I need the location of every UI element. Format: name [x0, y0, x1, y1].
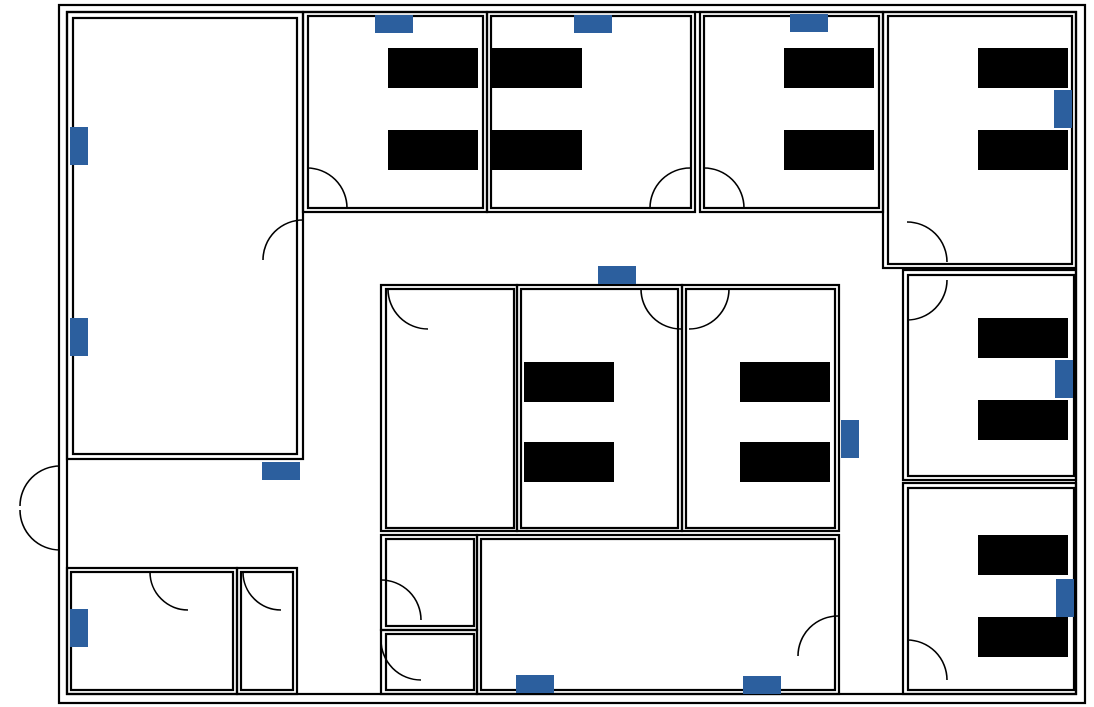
doors	[19, 167, 948, 681]
bed	[784, 44, 874, 92]
outer-wall	[57, 3, 1087, 705]
markers	[70, 14, 1074, 694]
room-ward-east	[901, 268, 1078, 482]
marker	[375, 15, 413, 33]
marker	[841, 420, 859, 458]
marker	[574, 15, 612, 33]
bed	[524, 358, 614, 406]
bed	[492, 44, 582, 92]
marker	[70, 127, 88, 165]
bed	[740, 358, 830, 406]
room-ward-north-3	[698, 10, 885, 214]
marker	[1055, 360, 1073, 398]
marker	[262, 462, 300, 480]
room-south-large	[475, 533, 841, 696]
marker	[790, 14, 828, 32]
marker	[70, 318, 88, 356]
room-ward-southeast	[901, 481, 1078, 696]
room-ward-north-2	[485, 10, 697, 214]
room-ward-north-1	[301, 10, 489, 214]
bed	[784, 126, 874, 174]
bed	[388, 126, 478, 174]
bed	[978, 396, 1068, 444]
bed	[978, 44, 1068, 92]
marker	[70, 609, 88, 647]
room-ward-center-2	[680, 283, 841, 533]
bed	[492, 126, 582, 174]
bed	[978, 126, 1068, 174]
bed	[978, 613, 1068, 661]
bed	[388, 44, 478, 92]
bed	[740, 438, 830, 486]
marker	[1054, 90, 1072, 128]
room-open-west	[65, 10, 305, 461]
marker	[516, 675, 554, 693]
room-southwest	[65, 566, 239, 696]
room-south-small-2	[379, 628, 479, 696]
marker	[1056, 579, 1074, 617]
bed	[978, 314, 1068, 362]
marker	[743, 676, 781, 694]
room-ward-northeast	[881, 10, 1078, 270]
marker	[598, 266, 636, 284]
bed	[524, 438, 614, 486]
room-closet-southwest	[235, 566, 299, 696]
bed	[978, 531, 1068, 579]
room-center-empty	[379, 283, 519, 533]
